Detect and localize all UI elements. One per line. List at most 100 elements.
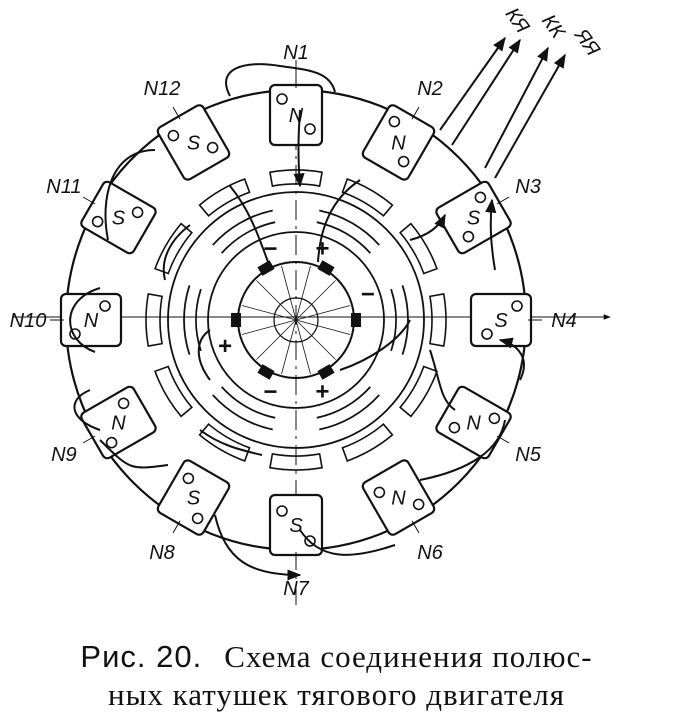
pole-shoe bbox=[154, 365, 193, 418]
coil-terminal bbox=[167, 129, 180, 142]
pole-label: N5 bbox=[515, 444, 541, 466]
spoke bbox=[241, 319, 297, 335]
pole-leader bbox=[496, 196, 510, 205]
coil-terminal bbox=[91, 215, 104, 228]
spoke bbox=[295, 305, 351, 321]
spoke bbox=[295, 319, 311, 375]
coil-terminal bbox=[191, 512, 204, 525]
interpole-arcs bbox=[145, 169, 447, 471]
pole-shoe bbox=[198, 178, 251, 217]
coil-polarity: S bbox=[187, 488, 201, 510]
pole-label: N12 bbox=[144, 78, 181, 100]
spoke bbox=[295, 280, 336, 321]
coil-polarity: S bbox=[187, 132, 201, 154]
brush-sign: − bbox=[263, 378, 277, 405]
spoke bbox=[295, 265, 311, 321]
pole-coil-n1: N bbox=[268, 83, 324, 147]
coil-polarity: N bbox=[84, 310, 99, 332]
figure-caption: Рис. 20.Схема соединения полюс- ных кату… bbox=[0, 638, 673, 714]
coil-polarity: N bbox=[111, 413, 126, 435]
pole-label: N6 bbox=[417, 542, 443, 564]
brush bbox=[317, 364, 335, 380]
coil-terminal bbox=[481, 328, 493, 340]
pole-shoe bbox=[429, 293, 447, 347]
pole-shoe bbox=[198, 423, 251, 462]
pole-shoe bbox=[154, 222, 193, 275]
pole-coil-n12: S bbox=[156, 104, 231, 181]
pole-label: N4 bbox=[551, 310, 577, 332]
coil-terminal bbox=[99, 300, 111, 312]
pole-shoe bbox=[269, 169, 323, 187]
pole-shoe bbox=[145, 293, 163, 347]
coil-terminal bbox=[373, 486, 386, 499]
terminal-label: ЯЯ bbox=[570, 24, 604, 60]
interpole-arc bbox=[390, 288, 397, 352]
interpole-arc bbox=[319, 394, 380, 431]
coil-polarity: N bbox=[391, 132, 406, 154]
interpole-arc bbox=[401, 285, 409, 355]
spoke bbox=[256, 280, 297, 321]
brush-sign: + bbox=[218, 333, 232, 360]
interpole-arc bbox=[183, 285, 191, 355]
coil-terminal bbox=[276, 505, 288, 517]
pole-leader bbox=[411, 106, 420, 120]
coil-terminal bbox=[412, 498, 425, 511]
brush-sign: − bbox=[263, 236, 277, 263]
coil-terminal bbox=[117, 397, 130, 410]
coil-terminal bbox=[462, 230, 475, 243]
coil-polarity: S bbox=[494, 310, 508, 332]
brush bbox=[257, 364, 275, 380]
pole-shoe bbox=[269, 453, 323, 471]
caption-line-2: ных катушек тягового двигателя bbox=[108, 677, 565, 712]
pole-coil-n9: N bbox=[80, 385, 157, 460]
coil-polarity: N bbox=[466, 413, 481, 435]
spoke bbox=[256, 319, 297, 360]
pole-leader bbox=[82, 435, 96, 444]
coil-terminal bbox=[448, 421, 461, 434]
interpole-arc bbox=[221, 386, 276, 419]
pole-label: N10 bbox=[10, 310, 47, 332]
interpole-arc bbox=[316, 221, 371, 254]
pole-label: N9 bbox=[51, 444, 77, 466]
pole-label: N11 bbox=[46, 176, 81, 198]
coil-terminal bbox=[388, 115, 401, 128]
interpole-arc bbox=[316, 386, 371, 419]
pole-leader bbox=[172, 520, 181, 534]
pole-coil-n11: S bbox=[80, 180, 157, 255]
commutator-spokes bbox=[241, 265, 351, 375]
interpole-arc bbox=[221, 221, 276, 254]
coil-terminal bbox=[397, 155, 410, 168]
coil-polarity: N bbox=[391, 488, 406, 510]
interpole-arc bbox=[319, 209, 380, 246]
spoke bbox=[241, 305, 297, 321]
pole-label: N2 bbox=[417, 78, 443, 100]
interpole-arc bbox=[212, 394, 273, 431]
brush bbox=[317, 260, 335, 276]
brush-sign: + bbox=[315, 378, 329, 405]
pole-coil-n8: S bbox=[156, 459, 231, 536]
pole-coil-n3: S bbox=[435, 180, 512, 255]
coil-polarity: N bbox=[289, 105, 304, 127]
spoke bbox=[295, 319, 336, 360]
spoke bbox=[281, 319, 297, 375]
coil-terminal bbox=[304, 123, 316, 135]
caption-line-1: Схема соединения полюс- bbox=[224, 639, 593, 674]
terminal-label: КЯ bbox=[501, 4, 534, 38]
pole-coil-n4: S bbox=[469, 292, 533, 348]
coil-polarity: S bbox=[112, 208, 126, 230]
coil-terminal bbox=[474, 191, 487, 204]
coil-terminal bbox=[206, 141, 219, 154]
coil-terminal bbox=[105, 436, 118, 449]
terminal-leads bbox=[439, 36, 566, 179]
pole-label: N8 bbox=[149, 542, 175, 564]
brush-sign: − bbox=[360, 281, 374, 308]
spoke bbox=[295, 319, 351, 335]
pole-coil-n5: N bbox=[435, 385, 512, 460]
pole-shoe bbox=[399, 365, 438, 418]
coil-polarity: S bbox=[467, 208, 481, 230]
pole-label: N7 bbox=[283, 578, 309, 600]
pole-leader bbox=[411, 520, 420, 534]
winding-connections bbox=[69, 63, 525, 581]
